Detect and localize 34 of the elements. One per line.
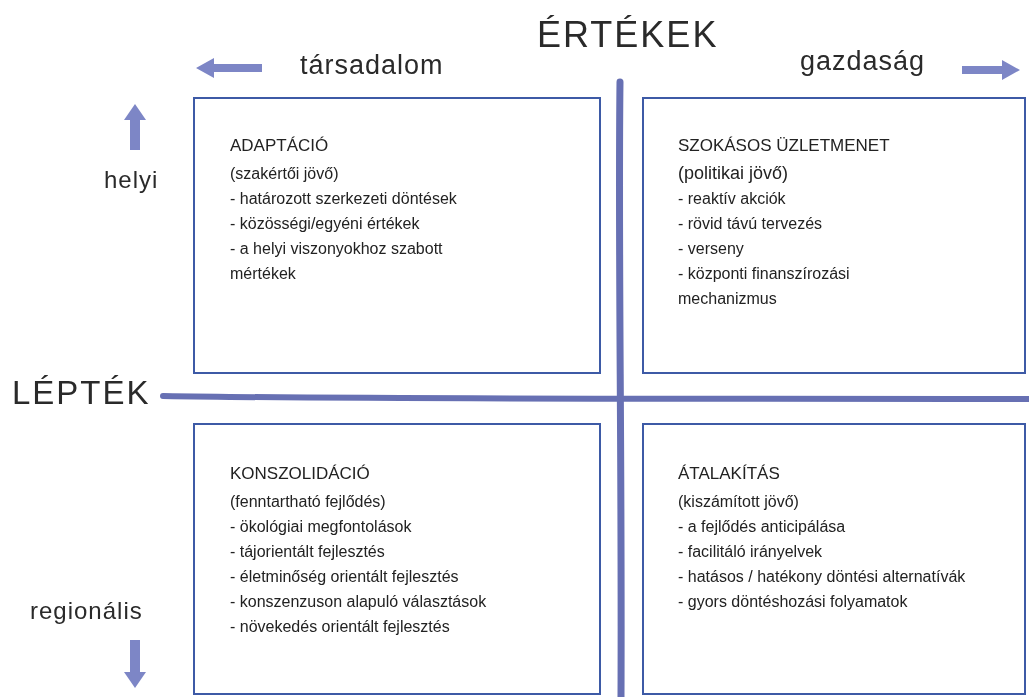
bullet-item: - a helyi viszonyokhoz szabott mértékek [230, 239, 444, 284]
bullet-item: - rövid távú tervezés [678, 214, 824, 234]
bullet-item: - tájorientált fejlesztés [230, 542, 386, 562]
bullet-item: - közösségi/egyéni értékek [230, 214, 421, 234]
quadrant-heading: ÁTALAKÍTÁS [678, 463, 781, 485]
axis-pole-label: gazdaság [800, 46, 926, 77]
axis-pole-label: társadalom [300, 50, 444, 81]
quadrant-heading: SZOKÁSOS ÜZLETMENET [678, 135, 891, 157]
quadrant-subtitle: (politikai jövő) [678, 162, 790, 185]
bullet-item: - konszenzuson alapuló választások [230, 592, 488, 612]
bullet-item: - gyors döntéshozási folyamatok [678, 592, 909, 612]
axis-title: LÉPTÉK [12, 374, 151, 412]
bullet-item: - hatásos / hatékony döntési alternatívák [678, 567, 967, 587]
bullet-item: - határozott szerkezeti döntések [230, 189, 458, 209]
quadrant-heading: ADAPTÁCIÓ [230, 135, 330, 157]
quadrant-box [193, 97, 601, 374]
bullet-item: - ökológiai megfontolások [230, 517, 413, 537]
bullet-item: - életminőség orientált fejlesztés [230, 567, 460, 587]
quadrant-subtitle: (szakértői jövő) [230, 164, 340, 184]
bullet-item: - verseny [678, 239, 745, 259]
axis-title: ÉRTÉKEK [537, 14, 719, 56]
quadrant-subtitle: (kiszámított jövő) [678, 492, 800, 512]
quadrant-box [193, 423, 601, 695]
bullet-item: - reaktív akciók [678, 189, 787, 209]
quadrant-heading: KONSZOLIDÁCIÓ [230, 463, 371, 485]
bullet-item: - növekedés orientált fejlesztés [230, 617, 451, 637]
axis-pole-label: regionális [30, 597, 143, 625]
quadrant-subtitle: (fenntartható fejlődés) [230, 492, 387, 512]
bullet-item: - a fejlődés anticipálása [678, 517, 847, 537]
bullet-item: - központi finanszírozási mechanizmus [678, 264, 851, 309]
quadrant-box [642, 423, 1026, 695]
quadrant-box [642, 97, 1026, 374]
axis-pole-label: helyi [104, 166, 159, 194]
bullet-item: - facilitáló irányelvek [678, 542, 824, 562]
